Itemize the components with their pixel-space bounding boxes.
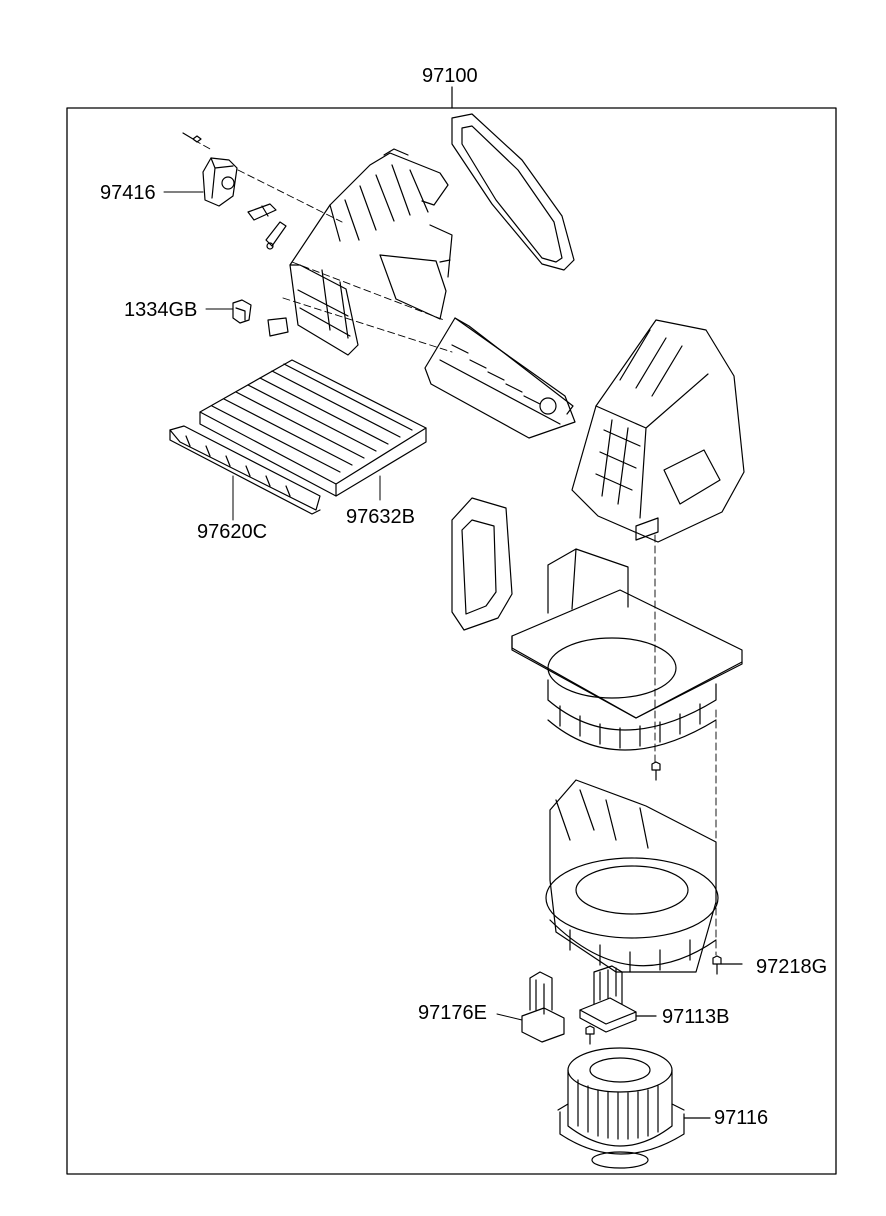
part-label-97416: 97416 bbox=[100, 182, 156, 204]
side-duct bbox=[451, 497, 513, 631]
filter-cover-97620C bbox=[169, 425, 321, 515]
blower-lower-case bbox=[545, 779, 719, 973]
blower-motor-97116 bbox=[557, 1047, 711, 1169]
recirc-housing bbox=[571, 319, 745, 543]
part-label-97176E: 97176E bbox=[418, 1002, 487, 1024]
filter-seal-gasket bbox=[451, 113, 575, 271]
blower-upper-case bbox=[511, 548, 743, 751]
clip-1334GB bbox=[232, 299, 252, 324]
cabin-filter-97632B bbox=[199, 359, 427, 497]
transistor-97113B bbox=[579, 965, 657, 1033]
assembly-label: 97100 bbox=[422, 65, 478, 87]
part-label-97113B: 97113B bbox=[662, 1006, 730, 1028]
part-label-97218G: 97218G bbox=[756, 956, 828, 978]
divider-tray bbox=[424, 317, 576, 439]
screws-97218G bbox=[585, 761, 743, 1045]
part-label-97116: 97116 bbox=[714, 1107, 769, 1129]
part-label-1334GB: 1334GB bbox=[124, 299, 198, 321]
actuator-97416 bbox=[182, 132, 287, 250]
part-label-97632B: 97632B bbox=[346, 506, 415, 528]
intake-duct-housing bbox=[267, 148, 453, 356]
part-label-97620C: 97620C bbox=[197, 521, 268, 543]
resistor-97176E bbox=[521, 971, 565, 1043]
assembly-guide-lines bbox=[193, 139, 717, 956]
leader-lines bbox=[163, 191, 523, 1021]
